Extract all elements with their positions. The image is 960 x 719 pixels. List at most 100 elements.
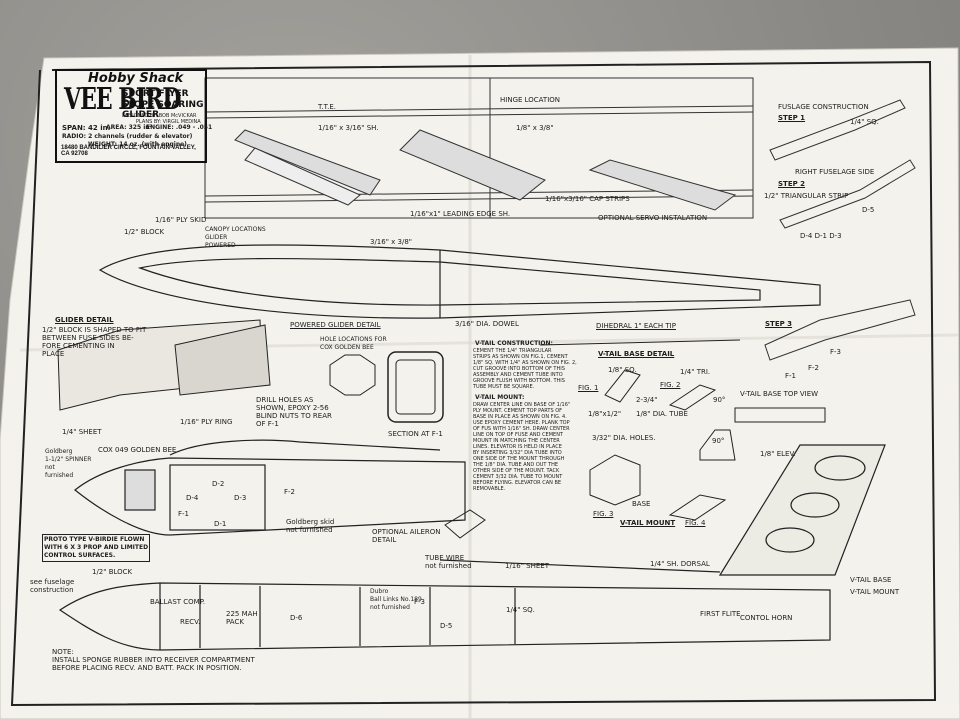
powered-fuselage-side bbox=[74, 439, 466, 536]
label-vtail-mount-title: V-TAIL MOUNT: bbox=[475, 394, 525, 401]
model-logo: VEE BIRD bbox=[64, 82, 182, 118]
label-deg-90-b: 90° bbox=[712, 437, 725, 445]
label-drill-holes: DRILL HOLES AS SHOWN, EPOXY 2-56 BLIND N… bbox=[256, 396, 332, 428]
label-sheet-1-8x3-8: 1/8" x 3/8" bbox=[516, 124, 554, 132]
label-fig4: FIG. 4 bbox=[685, 519, 706, 527]
label-leading-edge: 1/16"x1" LEADING EDGE SH. bbox=[410, 210, 511, 218]
label-vtail-mount-b: V-TAIL MOUNT bbox=[850, 588, 900, 596]
label-right-fuselage-side: RIGHT FUSELAGE SIDE bbox=[795, 168, 875, 176]
label-glider-detail: GLIDER DETAIL bbox=[55, 316, 114, 324]
subtitle-2: SLOPE SOARING GLIDER bbox=[122, 100, 204, 120]
label-recv: RECV. bbox=[180, 618, 201, 626]
label-dubro: Dubro Ball Links No.189 not furnished bbox=[370, 588, 422, 611]
subtitle-1: SPORT FLYER OR bbox=[122, 89, 189, 109]
label-sq-1-4-b: 1/4" SQ. bbox=[506, 606, 535, 614]
label-first-flite: FIRST FLITE bbox=[700, 610, 741, 618]
label-d5-top: D-5 bbox=[862, 206, 875, 214]
label-ply-ring: 1/16" PLY RING bbox=[180, 418, 233, 426]
label-f2-powered: F-2 bbox=[284, 488, 296, 496]
label-sheet-1-16: 1/16" SHEET bbox=[505, 562, 549, 570]
label-f1-powered: F-1 bbox=[178, 510, 190, 518]
label-block-1-2: 1/2" BLOCK bbox=[92, 568, 133, 576]
label-hole-locations: HOLE LOCATIONS FOR COX GOLDEN BEE bbox=[320, 336, 387, 351]
glider-detail-sketch bbox=[57, 319, 271, 411]
firewall-holes bbox=[329, 354, 376, 396]
label-dim-tube: 1/8" DIA. TUBE bbox=[636, 410, 688, 418]
label-f1-step3: F-1 bbox=[785, 372, 797, 380]
label-f3-step3: F-3 bbox=[830, 348, 842, 356]
label-deg-90: 90° bbox=[713, 396, 726, 404]
label-prototype-note: PROTO TYPE V-BIRDIE FLOWN WITH 6 X 3 PRO… bbox=[42, 534, 151, 562]
label-see-fuselage: see fuselage construction bbox=[30, 578, 75, 594]
label-control-horn: CONTOL HORN bbox=[740, 614, 793, 622]
label-dorsal: 1/4" SH. DORSAL bbox=[650, 560, 710, 568]
label-holes-3-32: 3/32" DIA. HOLES. bbox=[592, 434, 656, 442]
label-optional-aileron: OPTIONAL AILERON DETAIL bbox=[372, 528, 441, 544]
fuselage-top-view bbox=[98, 244, 821, 319]
radio-spec: RADIO: 2 channels (rudder & elevator) bbox=[62, 133, 193, 140]
label-dowel: 3/16" DIA. DOWEL bbox=[455, 320, 519, 328]
label-sheet-1-16x3-16: 1/16" x 3/16" SH. bbox=[318, 124, 379, 132]
label-glider-detail-note: 1/2" BLOCK IS SHAPED TO FIT BETWEEN FUSE… bbox=[42, 326, 147, 358]
label-fuselage-construction: FUSLAGE CONSTRUCTION bbox=[778, 103, 869, 111]
label-elev: 1/8" ELEV. bbox=[760, 450, 796, 458]
plans-by: PLANS BY: VIRGIL MEDINA bbox=[136, 119, 201, 125]
label-sq-1-8: 1/8" SQ. bbox=[608, 366, 637, 374]
label-base: BASE bbox=[632, 500, 651, 508]
label-battery-pack: 225 MAH PACK bbox=[226, 610, 258, 626]
label-goldberg-skid: Goldberg skid not furnished bbox=[286, 518, 335, 534]
label-cap-strips: 1/16"x3/16" CAP STRIPS bbox=[545, 195, 630, 203]
label-note: NOTE: INSTALL SPONGE RUBBER INTO RECEIVE… bbox=[52, 648, 255, 672]
label-tri-1-4: 1/4" TRI. bbox=[680, 368, 711, 376]
label-vtail-mount-text: DRAW CENTER LINE ON BASE OF 1/16" PLY MO… bbox=[473, 402, 571, 492]
label-goldberg-spinner: Goldberg 1-1/2" SPINNER not furnished bbox=[45, 448, 92, 479]
label-tube-wire: TUBE WIRE not furnished bbox=[425, 554, 472, 570]
label-cox-049: COX 049 GOLDEN BEE bbox=[98, 446, 177, 454]
label-d4: D-4 bbox=[186, 494, 199, 502]
label-d1: D-1 bbox=[214, 520, 227, 528]
address: 18480 BANDILIER CIRCLE, FOUNTAIN VALLEY,… bbox=[61, 145, 196, 157]
label-d6: D-6 bbox=[290, 614, 303, 622]
weight-spec: WEIGHT: 14 oz. (with engine) bbox=[88, 141, 187, 148]
label-d2: D-2 bbox=[212, 480, 225, 488]
label-ply-skid: 1/16" PLY SKID bbox=[155, 216, 207, 224]
label-f3-glider: F-3 bbox=[414, 598, 426, 606]
label-step-1: STEP 1 bbox=[778, 114, 806, 122]
label-canopy-locations: CANOPY LOCATIONS GLIDER POWERED bbox=[205, 226, 266, 249]
label-d3: D-3 bbox=[234, 494, 247, 502]
label-fig2: FIG. 2 bbox=[660, 381, 681, 389]
label-ballast: BALLAST COMP. bbox=[150, 598, 206, 606]
label-sheet-3-16x3-8: 3/16" x 3/8" bbox=[370, 238, 413, 246]
engine-spec: ENGINE: .049 - .051 bbox=[146, 124, 213, 131]
area-spec: AREA: 325 in² bbox=[106, 124, 153, 131]
wing-plan bbox=[204, 77, 754, 219]
brand-logo: Hobby Shack bbox=[88, 71, 184, 86]
label-dim-1-8x1-2: 1/8"x1/2" bbox=[588, 410, 622, 418]
label-dihedral: DIHEDRAL 1" EACH TIP bbox=[596, 322, 676, 330]
label-section-f1: SECTION AT F-1 bbox=[388, 430, 443, 438]
span-spec: SPAN: 42 in. bbox=[62, 124, 111, 132]
label-fig3: FIG. 3 bbox=[593, 510, 614, 518]
label-sheet-1-4: 1/4" SHEET bbox=[62, 428, 102, 436]
label-vtail-construction-text: CEMENT THE 1/4" TRIANGULAR STRIPS AS SHO… bbox=[473, 348, 577, 390]
label-hinge-location: HINGE LOCATION bbox=[500, 96, 561, 104]
label-block: 1/2" BLOCK bbox=[124, 228, 165, 236]
label-dim-2-3-4: 2-3/4" bbox=[636, 396, 658, 404]
title-block: Hobby Shack VEE BIRD SPORT FLYER OR SLOP… bbox=[58, 71, 212, 160]
label-fig1: FIG. 1 bbox=[578, 384, 599, 392]
label-triangular-strip: 1/2" TRIANGULAR STRIP bbox=[764, 192, 849, 200]
designed-by: DESIGNED BY: BOB McVICKAR bbox=[122, 113, 197, 119]
v-tail-sketch bbox=[718, 444, 886, 576]
label-step-2: STEP 2 bbox=[778, 180, 806, 188]
label-vtail-base: V-TAIL BASE bbox=[850, 576, 892, 584]
glider-fuselage-side bbox=[58, 559, 831, 651]
label-vtail-mount: V-TAIL MOUNT bbox=[620, 519, 676, 527]
label-vtail-base-top-view: V-TAIL BASE TOP VIEW bbox=[740, 390, 819, 398]
label-servo-install: OPTIONAL SERVO INSTALATION bbox=[598, 214, 708, 222]
label-d-parts: D-4 D-1 D-3 bbox=[800, 232, 842, 240]
label-vtail-base-detail: V-TAIL BASE DETAIL bbox=[598, 350, 675, 358]
label-sq-1-4: 1/4" SQ. bbox=[850, 118, 879, 126]
label-tte: T.T.E. bbox=[318, 103, 336, 111]
